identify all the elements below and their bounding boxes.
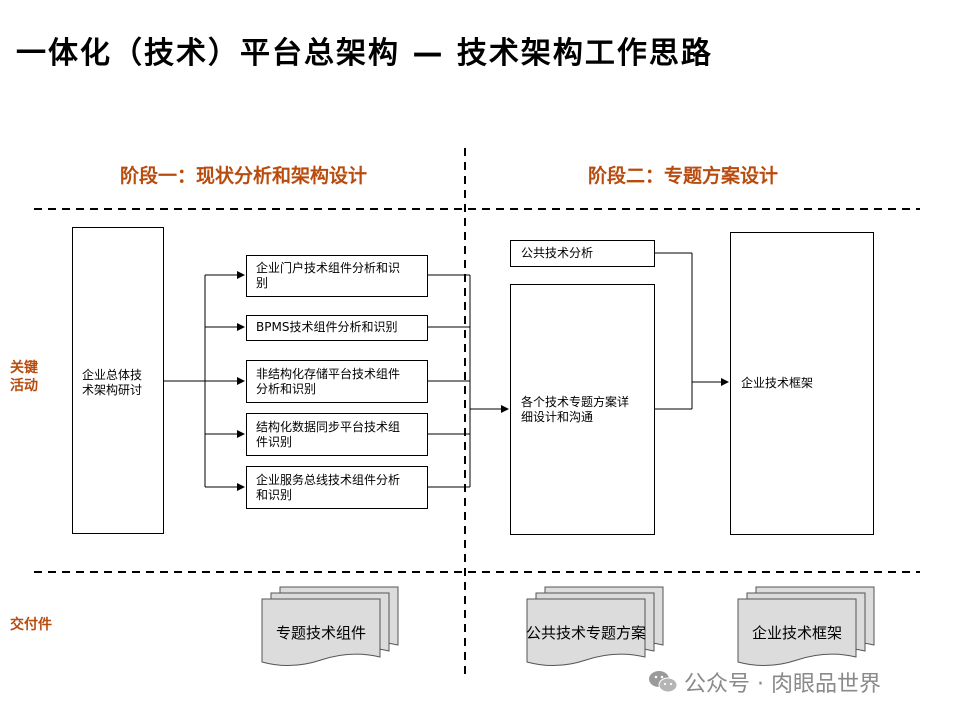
public-tech-analysis-box: 公共技术分析: [510, 240, 655, 267]
box-text-line: 各个技术专题方案详: [521, 395, 630, 409]
box-text-line: 公共技术分析: [521, 246, 594, 260]
bpms-component-box: BPMS技术组件分析和识别: [246, 315, 428, 341]
box-text-line: 别: [256, 276, 269, 290]
document-stack-icon: [526, 586, 664, 666]
box-text-line: 企业总体技: [82, 368, 143, 382]
enterprise-framework-box: 企业技术框架: [730, 232, 874, 535]
box-text-line: 细设计和沟通: [521, 410, 594, 424]
box-text-line: 企业技术框架: [741, 376, 814, 390]
row-label-deliverables: 交付件: [10, 617, 52, 633]
enterprise-research-box: 企业总体技 术架构研讨: [72, 227, 164, 534]
document-stack-icon: [737, 586, 875, 666]
box-text-line: 和识别: [256, 488, 293, 502]
phase-1-heading: 阶段一：现状分析和架构设计: [120, 165, 368, 187]
esb-component-box: 企业服务总线技术组件分析 和识别: [246, 466, 428, 509]
deliverable-enterprise-framework: 企业技术框架: [751, 624, 842, 642]
topic-design-box: 各个技术专题方案详 细设计和沟通: [510, 284, 655, 535]
box-text-line: 企业服务总线技术组件分析: [256, 473, 401, 487]
box-text-line: 件识别: [256, 435, 293, 449]
deliverable-public-tech-plan: 公共技术专题方案: [525, 624, 646, 642]
row-label-line: 关键: [10, 360, 38, 376]
wechat-icon: [649, 671, 678, 693]
row-label-line: 活动: [10, 378, 38, 394]
document-stack-icon: [261, 586, 399, 666]
unstructured-storage-box: 非结构化存储平台技术组件 分析和识别: [246, 360, 428, 403]
box-text-line: BPMS技术组件分析和识别: [256, 320, 398, 334]
portal-component-box: 企业门户技术组件分析和识 别: [246, 255, 428, 297]
structured-data-sync-box: 结构化数据同步平台技术组 件识别: [246, 413, 428, 456]
page-title: 一体化（技术）平台总架构 — 技术架构工作思路: [16, 36, 713, 71]
row-label-key-activities: 关键 活动: [10, 359, 38, 395]
box-text-line: 分析和识别: [256, 382, 317, 396]
box-text-line: 非结构化存储平台技术组件: [256, 367, 401, 381]
box-text-line: 企业门户技术组件分析和识: [256, 261, 401, 275]
deliverable-topic-components: 专题技术组件: [275, 624, 366, 642]
watermark: 公众号 · 肉眼品世界: [648, 666, 881, 698]
watermark-text: 公众号 · 肉眼品世界: [684, 672, 881, 697]
box-text-line: 术架构研讨: [82, 383, 143, 397]
box-text-line: 结构化数据同步平台技术组: [256, 420, 401, 434]
phase-2-heading: 阶段二：专题方案设计: [588, 165, 779, 187]
